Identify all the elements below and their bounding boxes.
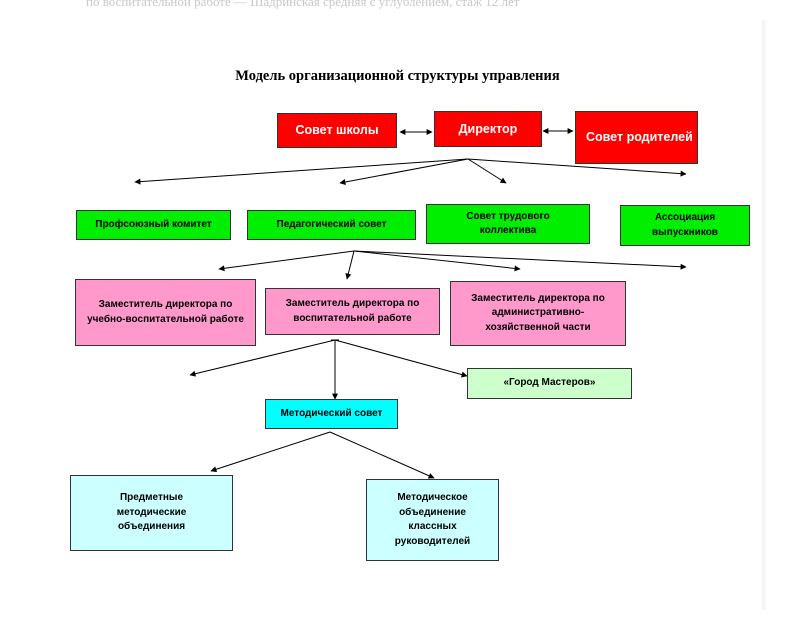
arrow-ped-left [218, 250, 355, 272]
diagram-title: Модель организационной структуры управле… [235, 68, 560, 84]
director-box: Директор [434, 111, 542, 147]
arrow-deputy-masters [334, 339, 468, 378]
parents-council-box: Совет родителей [575, 111, 698, 164]
deputy-upbringing-box: Заместитель директора по воспитательной … [265, 288, 440, 335]
trade-union-box: Профсоюзный комитет [76, 210, 231, 240]
arrow-director-pedcouncil [339, 158, 469, 185]
arrow-director-alumni [467, 158, 687, 177]
arrow-ped-deputy-admin [353, 250, 521, 272]
school-council-box: Совет школы [277, 113, 397, 148]
labor-council-box: Совет трудового коллектива [426, 204, 590, 244]
deputy-admin-box: Заместитель директора по административно… [450, 281, 626, 346]
arrow-ped-deputy-upbringing [345, 250, 355, 280]
masters-town-box: «Город Мастеров» [467, 368, 632, 399]
arrow-deputy-left [189, 339, 336, 377]
arrow-methodical-classteachers [329, 431, 435, 479]
methodical-council-box: Методический совет [265, 399, 398, 429]
subject-associations-box: Предметные методические объединения [70, 475, 233, 551]
arrow-ped-right [353, 250, 687, 270]
arrow-director-tradeunion [134, 158, 469, 185]
alumni-association-box: Ассоциация выпускников [620, 205, 750, 246]
page-edge-shadow [762, 20, 768, 610]
pedagogical-council-box: Педагогический совет [247, 210, 416, 240]
cropped-header-text: по воспитательной работе — Шадринская ср… [86, 0, 520, 9]
arrow-director-laborcouncil [467, 158, 507, 184]
deputy-education-box: Заместитель директора по учебно-воспитат… [75, 279, 256, 346]
arrow-methodical-subject [210, 431, 331, 473]
class-teachers-association-box: Методическое объединение классных руково… [366, 479, 499, 561]
